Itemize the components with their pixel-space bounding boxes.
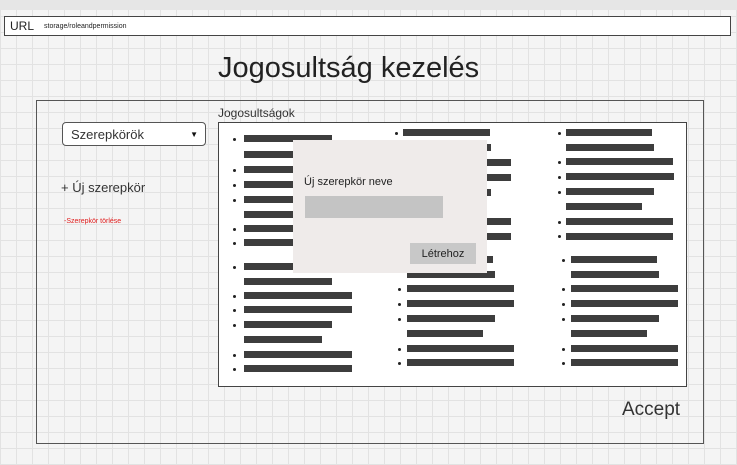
permission-bullet	[398, 362, 401, 365]
permission-placeholder[interactable]	[244, 278, 332, 285]
permission-placeholder[interactable]	[571, 315, 659, 322]
permission-placeholder[interactable]	[403, 129, 490, 136]
permission-placeholder[interactable]	[566, 203, 642, 210]
permission-bullet	[233, 324, 236, 327]
permission-placeholder[interactable]	[244, 351, 352, 358]
permission-bullet	[233, 184, 236, 187]
new-role-link[interactable]: + Új szerepkör	[61, 180, 146, 195]
main-frame	[36, 100, 704, 444]
permission-placeholder[interactable]	[407, 285, 514, 292]
delete-role-link[interactable]: -Szerepkör törlése	[64, 218, 122, 225]
permission-placeholder[interactable]	[566, 129, 652, 136]
permission-placeholder[interactable]	[566, 173, 674, 180]
top-strip	[0, 0, 737, 10]
permission-bullet	[233, 169, 236, 172]
permission-bullet	[233, 266, 236, 269]
permission-bullet	[233, 138, 236, 141]
permission-placeholder[interactable]	[571, 256, 657, 263]
permission-bullet	[233, 309, 236, 312]
permission-placeholder[interactable]	[407, 300, 514, 307]
permission-bullet	[233, 295, 236, 298]
url-label: URL	[10, 19, 35, 33]
permission-placeholder[interactable]	[244, 306, 352, 313]
permission-bullet	[233, 354, 236, 357]
permission-placeholder[interactable]	[571, 271, 659, 278]
permission-bullet	[398, 303, 401, 306]
permission-bullet	[558, 235, 561, 238]
permission-placeholder[interactable]	[244, 336, 322, 343]
url-bar[interactable]: URL storage/roleandpermission	[4, 16, 731, 36]
permissions-label: Jogosultságok	[218, 106, 295, 120]
permission-bullet	[233, 199, 236, 202]
permission-bullet	[562, 288, 565, 291]
accept-button[interactable]: Accept	[622, 399, 681, 420]
permission-bullet	[558, 221, 561, 224]
create-role-button[interactable]: Létrehoz	[410, 243, 476, 264]
permission-placeholder[interactable]	[407, 330, 483, 337]
new-role-dialog: Új szerepkör neve Létrehoz	[293, 140, 487, 273]
permission-placeholder[interactable]	[571, 285, 678, 292]
permission-bullet	[233, 368, 236, 371]
permission-bullet	[562, 259, 565, 262]
permission-bullet	[395, 132, 398, 135]
permission-placeholder[interactable]	[566, 233, 673, 240]
permission-bullet	[558, 132, 561, 135]
permission-placeholder[interactable]	[566, 158, 673, 165]
permission-placeholder[interactable]	[244, 365, 352, 372]
role-select-value: Szerepkörök	[71, 126, 144, 142]
permission-placeholder[interactable]	[407, 345, 514, 352]
chevron-down-icon: ▼	[190, 129, 198, 139]
permission-placeholder[interactable]	[571, 359, 678, 366]
page-title: Jogosultság kezelés	[218, 52, 480, 84]
permission-placeholder[interactable]	[407, 315, 495, 322]
permission-bullet	[398, 348, 401, 351]
permission-bullet	[233, 228, 236, 231]
permission-bullet	[562, 362, 565, 365]
permission-bullet	[558, 191, 561, 194]
permission-bullet	[558, 176, 561, 179]
permission-placeholder[interactable]	[571, 300, 678, 307]
permission-placeholder[interactable]	[244, 151, 328, 158]
permission-placeholder[interactable]	[571, 345, 678, 352]
permission-placeholder[interactable]	[244, 135, 332, 142]
permission-placeholder[interactable]	[407, 271, 495, 278]
permission-bullet	[233, 242, 236, 245]
permission-placeholder[interactable]	[566, 144, 654, 151]
permission-bullet	[398, 288, 401, 291]
permission-bullet	[562, 303, 565, 306]
url-value[interactable]: storage/roleandpermission	[44, 22, 127, 30]
new-role-name-input[interactable]	[305, 196, 443, 218]
permission-bullet	[398, 318, 401, 321]
role-select[interactable]: Szerepkörök ▼	[62, 122, 206, 146]
permission-placeholder[interactable]	[244, 292, 352, 299]
permission-placeholder[interactable]	[566, 218, 673, 225]
new-role-name-label: Új szerepkör neve	[304, 176, 393, 188]
permission-placeholder[interactable]	[566, 188, 654, 195]
permission-bullet	[562, 348, 565, 351]
permission-placeholder[interactable]	[244, 321, 332, 328]
permission-bullet	[562, 318, 565, 321]
permission-placeholder[interactable]	[407, 359, 514, 366]
permission-placeholder[interactable]	[571, 330, 647, 337]
permission-bullet	[558, 161, 561, 164]
